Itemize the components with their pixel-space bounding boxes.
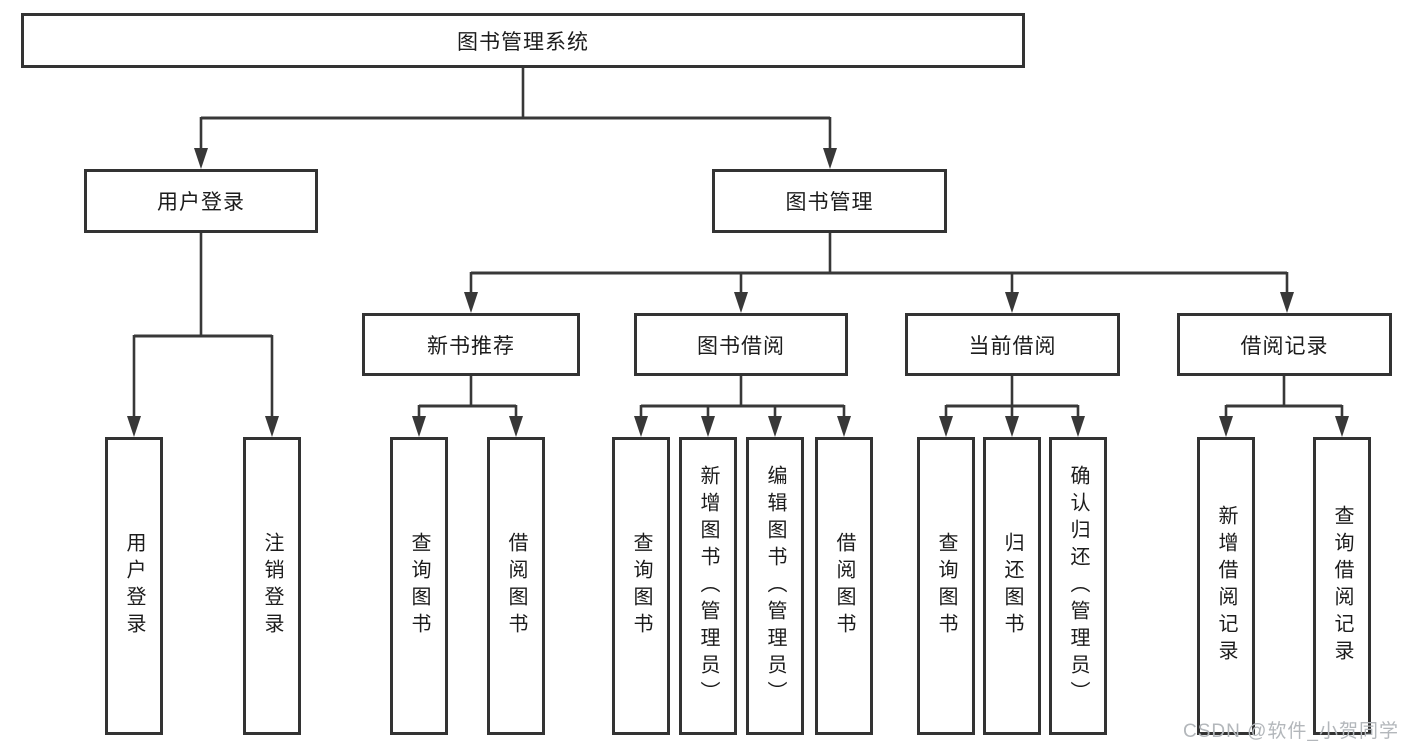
leaf-label: 确认归还（管理员）	[1067, 464, 1089, 708]
leaf-label: 借阅图书	[505, 532, 527, 640]
leaf-query-borrow-record: 查询借阅记录	[1313, 437, 1371, 735]
arrowheads-level2	[194, 148, 837, 169]
leaf-query-books-3: 查询图书	[917, 437, 975, 735]
leaf-add-borrow-record: 新增借阅记录	[1197, 437, 1255, 735]
node-borrow-records: 借阅记录	[1177, 313, 1392, 376]
arrowheads-user-login-children	[127, 416, 279, 437]
leaf-borrow-books-2: 借阅图书	[815, 437, 873, 735]
node-current-borrow: 当前借阅	[905, 313, 1120, 376]
leaf-label: 新增借阅记录	[1215, 505, 1237, 667]
node-root: 图书管理系统	[21, 13, 1025, 68]
arrowheads-borrow-records-children	[1219, 416, 1349, 437]
leaf-return-book: 归还图书	[983, 437, 1041, 735]
leaf-label: 编辑图书（管理员）	[764, 464, 786, 708]
arrowheads-book-borrow-children	[634, 416, 851, 437]
connector-current-borrow-children	[944, 376, 1080, 417]
node-new-book-recommend: 新书推荐	[362, 313, 580, 376]
leaf-logout: 注销登录	[243, 437, 301, 735]
leaf-label: 查询图书	[935, 532, 957, 640]
node-book-borrow: 图书借阅	[634, 313, 848, 376]
leaf-borrow-books-1: 借阅图书	[487, 437, 545, 735]
node-book-mgmt: 图书管理	[712, 169, 947, 233]
connector-new-book-children	[417, 376, 518, 417]
node-user-login: 用户登录	[84, 169, 318, 233]
leaf-label: 新增图书（管理员）	[697, 464, 719, 708]
leaf-user-login: 用户登录	[105, 437, 163, 735]
leaf-label: 用户登录	[123, 532, 145, 640]
arrowheads-current-borrow-children	[939, 416, 1085, 437]
leaf-confirm-return-admin: 确认归还（管理员）	[1049, 437, 1107, 735]
leaf-label: 查询图书	[630, 532, 652, 640]
leaf-label: 查询图书	[408, 532, 430, 640]
leaf-query-books-1: 查询图书	[390, 437, 448, 735]
leaf-label: 归还图书	[1001, 532, 1023, 640]
leaf-query-books-2: 查询图书	[612, 437, 670, 735]
arrowheads-level3	[464, 292, 1294, 313]
connector-user-login-children	[132, 233, 274, 417]
leaf-label: 注销登录	[261, 532, 283, 640]
connector-book-mgmt-children	[469, 233, 1289, 293]
leaf-label: 借阅图书	[833, 532, 855, 640]
connector-book-borrow-children	[639, 376, 846, 417]
leaf-label: 查询借阅记录	[1331, 505, 1353, 667]
leaf-edit-book-admin: 编辑图书（管理员）	[746, 437, 804, 735]
connector-root-to-level2	[199, 68, 832, 149]
arrowheads-new-book-children	[412, 416, 523, 437]
connector-borrow-records-children	[1224, 376, 1344, 417]
csdn-watermark: CSDN @软件_小贺同学	[1183, 721, 1399, 742]
leaf-add-book-admin: 新增图书（管理员）	[679, 437, 737, 735]
